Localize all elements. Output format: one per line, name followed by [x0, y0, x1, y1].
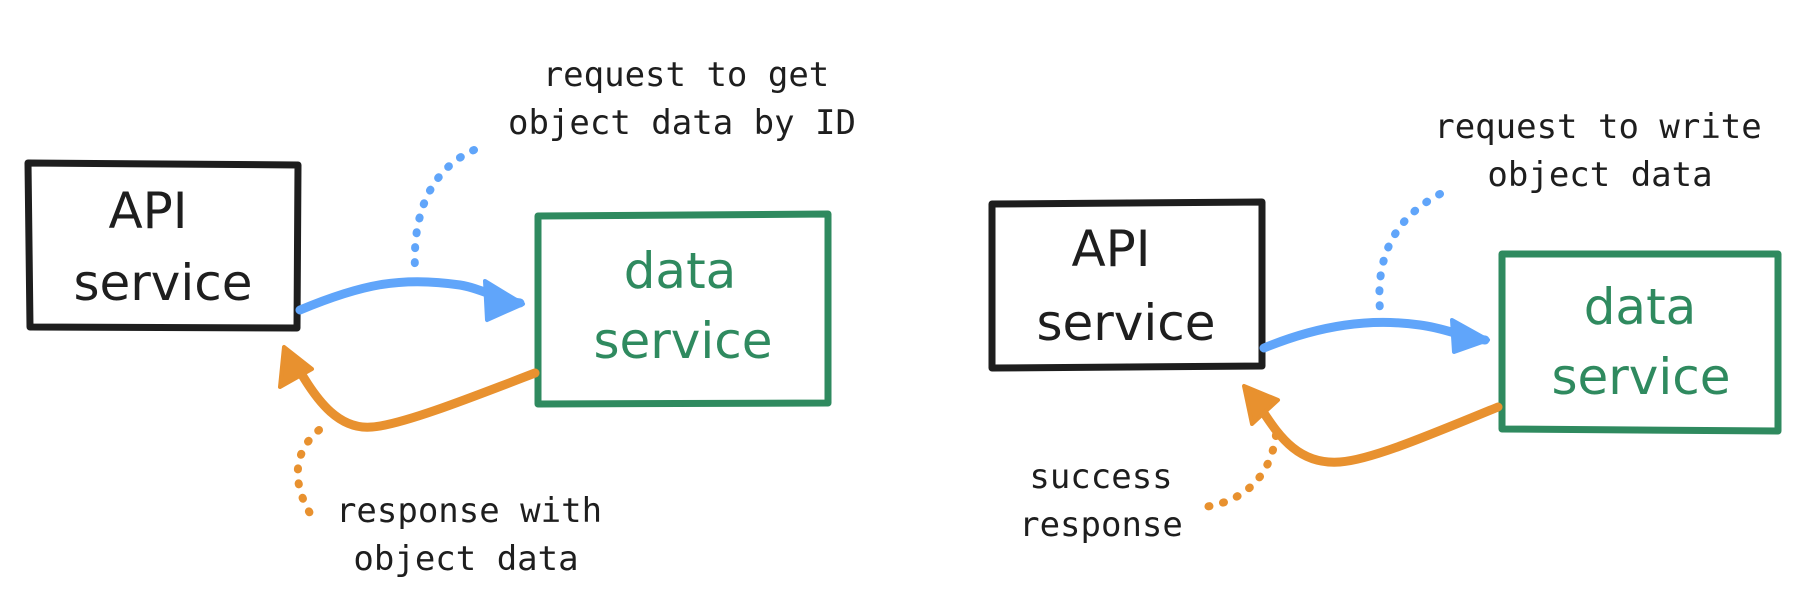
right-response-note-line2: response	[1019, 505, 1183, 545]
left-data-label-line2: service	[593, 312, 772, 370]
left-response-note-connector	[293, 426, 323, 519]
left-panel: API service data service request to get …	[24, 55, 856, 579]
left-request-note-connector	[410, 146, 478, 274]
right-data-label-line2: service	[1551, 348, 1730, 406]
left-api-label-line2: service	[73, 254, 252, 312]
right-data-label-line1: data	[1584, 278, 1697, 336]
left-data-service-box: data service	[534, 210, 832, 408]
right-request-arrow	[1259, 317, 1490, 354]
left-request-arrow	[295, 277, 525, 322]
left-request-note: request to get object data by ID	[508, 55, 856, 143]
right-request-note-line1: request to write	[1434, 107, 1762, 147]
left-response-note-line2: object data	[353, 539, 578, 579]
right-api-label-line1: API	[1071, 220, 1150, 278]
left-request-note-line2: object data by ID	[508, 103, 856, 143]
right-request-note-connector	[1375, 190, 1444, 314]
right-panel: API service data service request to writ…	[988, 107, 1782, 545]
right-response-note-line1: success	[1029, 457, 1172, 497]
left-data-label-line1: data	[624, 242, 737, 300]
right-response-arrow	[1242, 384, 1503, 467]
left-response-note: response with object data	[336, 491, 602, 579]
right-request-note: request to write object data	[1434, 107, 1762, 195]
right-data-service-box: data service	[1498, 250, 1782, 435]
right-request-note-line2: object data	[1487, 155, 1712, 195]
right-api-label-line2: service	[1036, 294, 1215, 352]
left-response-note-line1: response with	[336, 491, 602, 531]
right-api-service-box: API service	[988, 198, 1266, 372]
left-api-label-line1: API	[108, 182, 187, 240]
left-api-service-box: API service	[24, 159, 302, 332]
right-response-note: success response	[1019, 457, 1183, 545]
right-response-note-connector	[1191, 431, 1280, 512]
left-response-arrow	[278, 345, 540, 432]
left-request-note-line1: request to get	[543, 55, 830, 95]
